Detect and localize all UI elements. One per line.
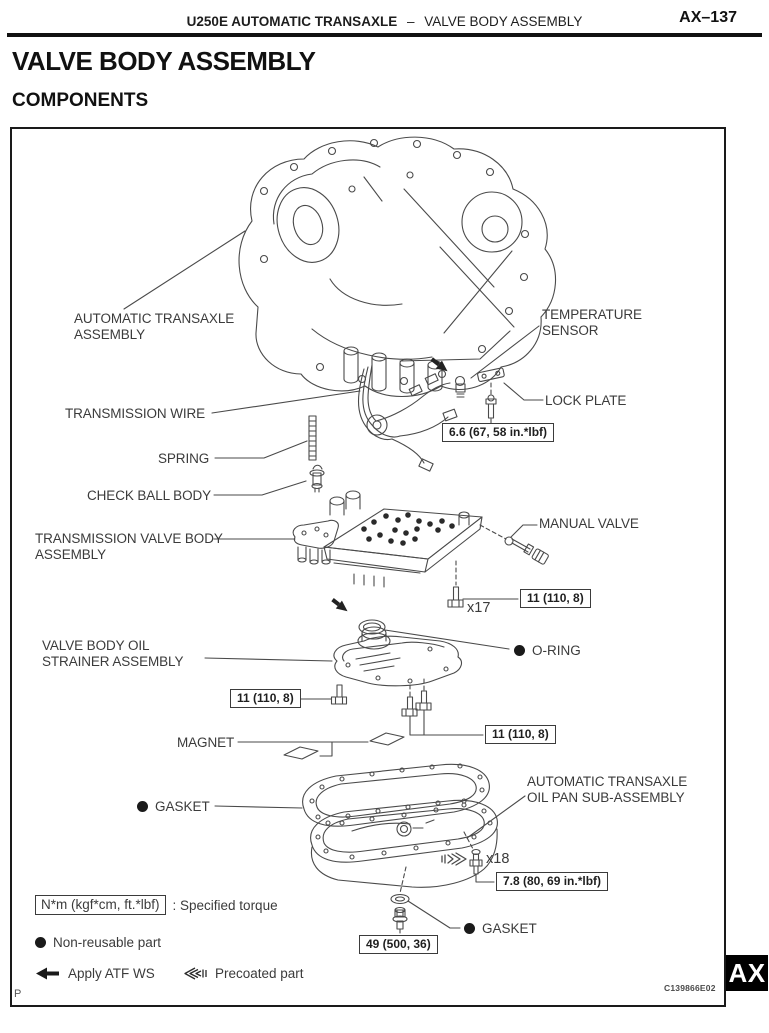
header-subsection-title: VALVE BODY ASSEMBLY xyxy=(424,14,583,29)
temperature-sensor-drawing xyxy=(454,375,466,398)
strainer-bolts-right-drawing xyxy=(401,678,484,736)
non-reusable-dot-icon xyxy=(137,801,148,812)
transaxle-leader xyxy=(123,230,246,310)
torque-drain-plug: 49 (500, 36) xyxy=(359,935,438,954)
plug-gasket-leader xyxy=(407,900,461,929)
running-header: U250E AUTOMATIC TRANSAXLE – VALVE BODY A… xyxy=(0,14,769,29)
non-reusable-dot-icon xyxy=(35,937,46,948)
non-reusable-dot-icon xyxy=(464,923,475,934)
label-automatic-transaxle-assembly: AUTOMATIC TRANSAXLE ASSEMBLY xyxy=(74,311,235,342)
label-temperature-sensor: TEMPERATURE SENSOR xyxy=(542,307,642,338)
strainer-bolt-left-drawing xyxy=(299,684,348,705)
transmission-wire-leader xyxy=(211,390,361,414)
label-spring: SPRING xyxy=(158,451,210,466)
count-valve-body-bolts: x17 xyxy=(467,600,491,616)
transaxle-case-drawing xyxy=(238,136,557,398)
o-ring-leader xyxy=(384,629,510,650)
legend-precoated: Precoated part xyxy=(182,966,304,981)
pan-gasket-drawing xyxy=(302,763,490,827)
figure-code: C139866E02 xyxy=(664,983,716,993)
header-separator: – xyxy=(406,14,415,29)
pan-bolt-drawing xyxy=(463,831,495,883)
label-transmission-valve-body-assembly: TRANSMISSION VALVE BODY ASSEMBLY xyxy=(35,531,223,562)
section-tab: AX xyxy=(726,955,768,991)
page-number: AX–137 xyxy=(679,9,737,26)
check-ball-body-drawing xyxy=(309,464,325,493)
label-transmission-wire: TRANSMISSION WIRE xyxy=(65,406,206,421)
section-heading: COMPONENTS xyxy=(12,90,149,111)
header-rule xyxy=(7,33,762,37)
legend-apply-atf: Apply ATF WS xyxy=(35,966,155,981)
components-diagram-frame: AUTOMATIC TRANSAXLE ASSEMBLY TEMPERATURE… xyxy=(10,127,726,1007)
label-oil-pan-sub-assembly: AUTOMATIC TRANSAXLE OIL PAN SUB-ASSEMBLY xyxy=(527,774,688,805)
exploded-view-drawing xyxy=(123,136,557,934)
label-gasket-plug: GASKET xyxy=(464,921,537,936)
torque-desc: : Specified torque xyxy=(172,897,278,913)
precoated-mark-icon xyxy=(184,967,207,980)
label-magnet: MAGNET xyxy=(177,735,235,750)
magnet-drawing xyxy=(283,732,405,760)
label-lock-plate: LOCK PLATE xyxy=(545,393,627,408)
precoated-mark-icon xyxy=(441,852,467,866)
legend-non-reusable: Non-reusable part xyxy=(35,935,161,950)
torque-valve-body-bolt: 11 (110, 8) xyxy=(520,589,591,608)
magnet-leader xyxy=(237,741,369,757)
torque-temp-sensor: 6.6 (67, 58 in.*lbf) xyxy=(442,423,555,442)
lock-plate-leader xyxy=(503,382,544,401)
label-manual-valve: MANUAL VALVE xyxy=(539,516,639,531)
torque-unit-box: N*m (kgf*cm, ft.*lbf) xyxy=(35,895,166,915)
temp-sensor-leader xyxy=(470,325,540,379)
oil-pan-leader xyxy=(466,795,526,839)
page-title: VALVE BODY ASSEMBLY xyxy=(12,46,316,76)
spring-leader xyxy=(214,440,308,459)
apply-atf-arrow-icon xyxy=(331,598,348,612)
drain-plug-drawing xyxy=(390,866,410,934)
oil-pan-drawing xyxy=(310,798,498,888)
non-reusable-dot-icon xyxy=(514,645,525,656)
apply-atf-arrow-icon xyxy=(36,967,59,980)
strainer-drawing xyxy=(333,626,463,687)
apply-atf-arrow-icon xyxy=(430,357,448,372)
page-letter: P xyxy=(14,988,22,1000)
torque-pan-bolt: 7.8 (80, 69 in.*lbf) xyxy=(496,872,609,891)
o-ring-drawing xyxy=(358,619,386,635)
label-check-ball-body: CHECK BALL BODY xyxy=(87,488,212,503)
count-pan-bolts: x18 xyxy=(486,851,510,867)
label-gasket-pan: GASKET xyxy=(137,799,210,814)
spring-drawing xyxy=(308,415,317,461)
pan-gasket-leader xyxy=(214,805,303,809)
header-section-title: U250E AUTOMATIC TRANSAXLE xyxy=(186,14,398,29)
strainer-leader xyxy=(204,657,333,662)
valve-body-bolt-drawing xyxy=(447,560,519,608)
label-valve-body-oil-strainer: VALVE BODY OIL STRAINER ASSEMBLY xyxy=(42,638,184,669)
torque-strainer-bolt-left: 11 (110, 8) xyxy=(230,689,301,708)
check-ball-leader xyxy=(213,480,307,496)
manual-valve-leader xyxy=(510,524,538,538)
legend-specified-torque: N*m (kgf*cm, ft.*lbf) : Specified torque xyxy=(35,895,278,915)
manual-valve-drawing xyxy=(479,524,549,565)
label-o-ring: O-RING xyxy=(514,643,581,658)
lock-plate-drawing xyxy=(477,367,505,424)
torque-strainer-bolt-right: 11 (110, 8) xyxy=(485,725,556,744)
valve-body-drawing xyxy=(292,490,483,588)
transmission-wire-drawing xyxy=(358,364,458,472)
